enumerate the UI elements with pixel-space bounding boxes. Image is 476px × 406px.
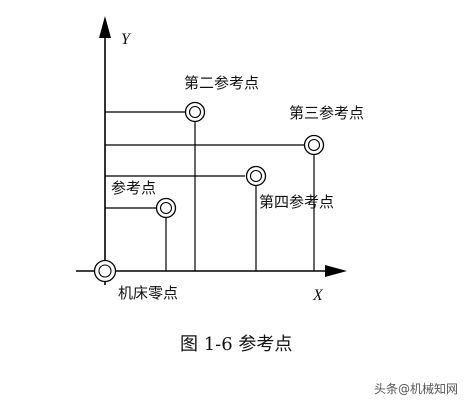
label-ref-2: 第二参考点 [184, 74, 259, 92]
marker-machine-origin [93, 259, 117, 283]
marker-ref-4 [245, 165, 267, 187]
label-ref-4: 第四参考点 [259, 193, 334, 211]
marker-ref-3 [303, 134, 325, 156]
x-axis-arrowhead [325, 265, 347, 277]
label-ref-1: 参考点 [111, 179, 156, 197]
watermark: 头条@机械知网 [374, 381, 458, 396]
y-axis-label: Y [121, 31, 132, 48]
marker-ref-2 [184, 101, 206, 123]
label-ref-3: 第三参考点 [289, 104, 364, 122]
y-axis-arrowhead [99, 16, 111, 38]
figure-caption: 图 1-6 参考点 [180, 334, 292, 355]
x-axis-label: X [312, 287, 324, 304]
marker-ref-1 [155, 197, 177, 219]
label-machine-origin: 机床零点 [118, 284, 178, 302]
